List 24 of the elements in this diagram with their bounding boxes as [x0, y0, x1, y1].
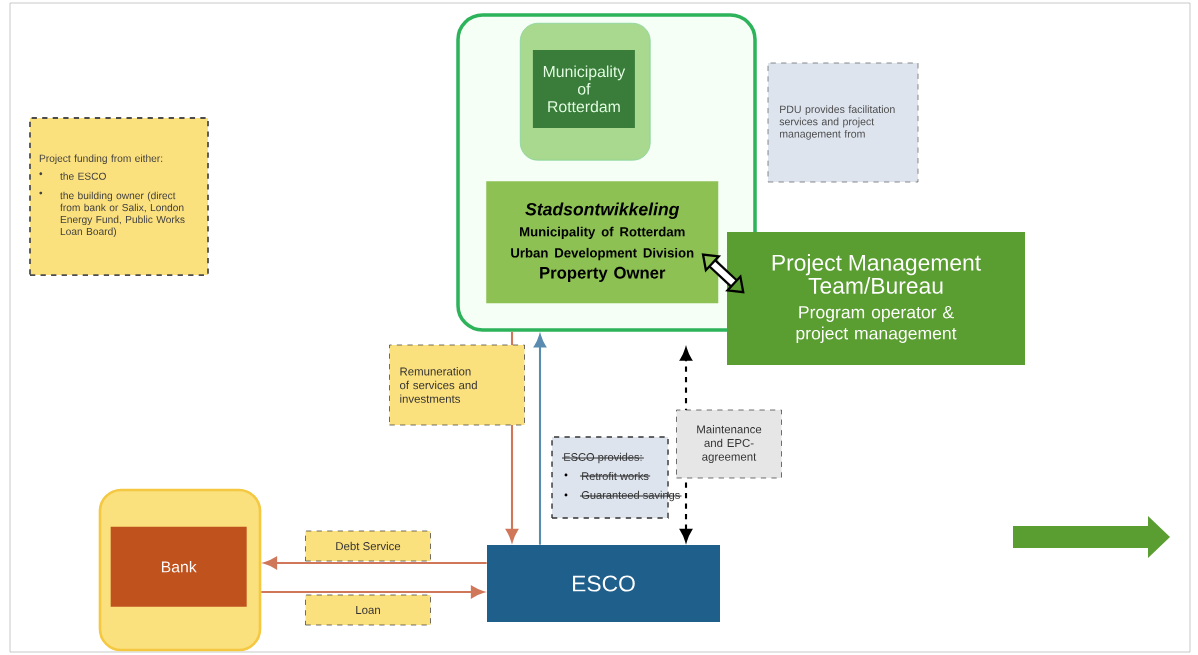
arrow: [263, 556, 487, 570]
struck-text: Guaranteed savings: [579, 490, 683, 502]
edge-label: Maintenance and EPC-agreement: [676, 409, 782, 479]
bullet: •: [564, 473, 568, 477]
edge-label: Loan: [305, 594, 431, 626]
bank-box: Bank: [110, 526, 247, 607]
note-box: PDU provides facilitation services and project management from: [767, 62, 919, 183]
note-box: [551, 436, 683, 519]
arrow: [261, 585, 484, 599]
edge-label: Remuneration of services and investments: [389, 344, 525, 426]
org-box: Municipality of Rotterdam: [532, 49, 635, 128]
struck-text: ESCO provides:: [561, 452, 645, 464]
arrow: [533, 334, 547, 545]
team-box: Project Management Team/Bureau Program operator & project management: [727, 232, 1025, 365]
esco-box: ESCO: [487, 545, 720, 622]
struck-text: Retrofit works: [579, 471, 651, 481]
bullet: •: [39, 172, 43, 176]
arrow: [679, 347, 693, 542]
bullet: •: [564, 493, 568, 497]
arrow: [701, 253, 745, 294]
note-box: Project funding from either: • the ESCO • the building owner (direct from bank or Salix, London Energy Fund, Public Works Loan Board): [29, 117, 209, 276]
edge-label: Debt Service: [305, 530, 431, 562]
bullet: •: [39, 191, 43, 195]
owner-box: Stadsontwikkeling Municipality of Rotterdam Urban Development Division Property Owner: [486, 181, 719, 304]
